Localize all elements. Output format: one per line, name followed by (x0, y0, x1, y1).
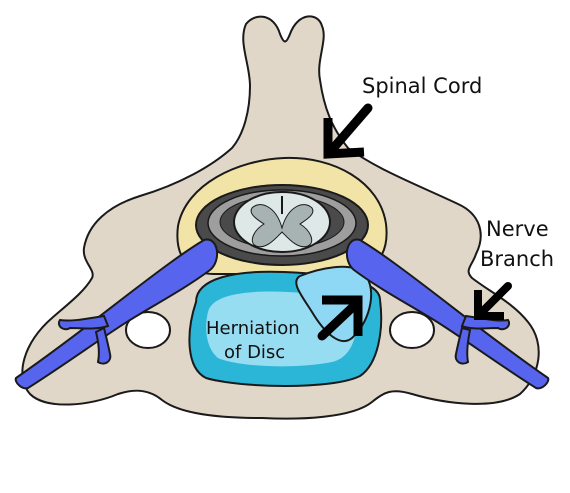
spinal-cord-gray-matter (250, 204, 314, 248)
spinal-cord-label: Spinal Cord (362, 74, 482, 98)
right-foramen (389, 311, 435, 349)
left-nerve-twig-lower (94, 326, 112, 365)
nerve-branch-label-line2: Branch (480, 247, 554, 271)
herniation-label-line2: of Disc (224, 342, 285, 363)
nerve-branch-arrow (474, 282, 512, 320)
right-nerve-twig-lower (454, 326, 472, 365)
left-nerve-twig-upper (58, 314, 110, 331)
nerve-branch-label-line1: Nerve (486, 217, 549, 241)
herniation-label-line1: Herniation (206, 318, 300, 339)
left-foramen (125, 311, 171, 349)
right-nerve-branch (345, 238, 550, 390)
spinal-cord-arrow (323, 103, 373, 159)
left-nerve-branch (14, 238, 219, 390)
herniation-arrow (317, 295, 363, 341)
